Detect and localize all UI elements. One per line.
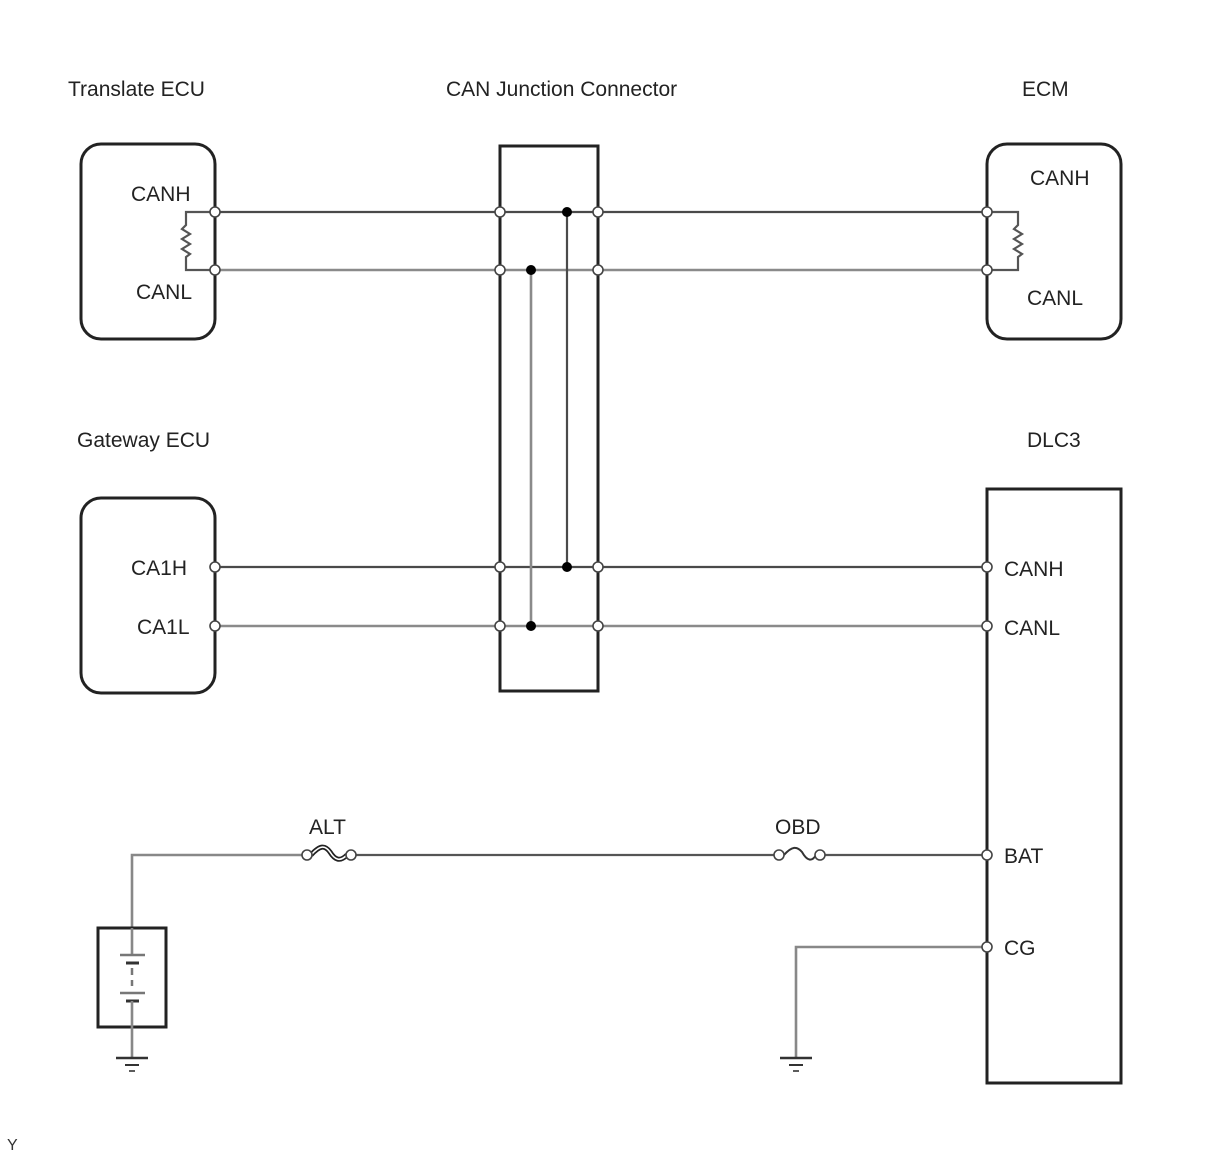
obd-fuse-icon <box>773 846 826 861</box>
ecm-block: CANH CANL <box>985 142 1123 341</box>
junction-dot <box>562 207 572 217</box>
dlc3-canl-label: CANL <box>1004 617 1060 640</box>
terminal <box>345 849 357 861</box>
terminal <box>981 941 993 953</box>
ecm-canh-label: CANH <box>1030 167 1090 190</box>
can-junction-connector-box <box>498 144 600 693</box>
terminal <box>592 620 604 632</box>
junction-dot <box>562 562 572 572</box>
gateway-ecu-ca1h-label: CA1H <box>131 557 187 580</box>
terminal <box>209 620 221 632</box>
diagram-code-label: Y <box>7 1137 18 1154</box>
ground-icon <box>780 1056 812 1072</box>
junction-dot <box>526 621 536 631</box>
terminal <box>981 561 993 573</box>
terminal <box>494 561 506 573</box>
terminal <box>592 264 604 276</box>
terminal <box>773 849 785 861</box>
ecm-title: ECM <box>1022 78 1069 101</box>
wire-battery-to-alt <box>130 853 306 928</box>
ecm-canl-label: CANL <box>1027 287 1083 310</box>
can-junction-connector-title: CAN Junction Connector <box>446 78 677 101</box>
gateway-ecu-ca1l-label: CA1L <box>137 616 190 639</box>
ecm-termination-resistor-icon <box>987 210 1025 272</box>
obd-fuse-label: OBD <box>775 816 821 839</box>
terminal <box>981 206 993 218</box>
ecm-box <box>985 142 1123 341</box>
dlc3-block: CANH CANL BAT CG <box>985 487 1123 1085</box>
battery-icon <box>96 926 168 1058</box>
gateway-ecu-box <box>79 496 217 695</box>
ground-icon <box>116 1056 148 1072</box>
translate-ecu-title: Translate ECU <box>68 78 205 101</box>
terminals <box>209 206 993 632</box>
translate-ecu-box <box>79 142 217 341</box>
dlc3-canh-label: CANH <box>1004 558 1064 581</box>
translate-ecu-block: CANH CANL <box>79 142 217 341</box>
terminal <box>592 206 604 218</box>
terminal <box>814 849 826 861</box>
terminal <box>209 264 221 276</box>
junction-dot <box>526 265 536 275</box>
translate-ecu-canl-label: CANL <box>136 281 192 304</box>
translate-ecu-canh-label: CANH <box>131 183 191 206</box>
dlc3-cg-label: CG <box>1004 937 1036 960</box>
translate-ecu-termination-resistor-icon <box>179 210 215 272</box>
terminal <box>981 620 993 632</box>
terminal <box>981 264 993 276</box>
gateway-ecu-title: Gateway ECU <box>77 429 210 452</box>
dlc3-box <box>985 487 1123 1085</box>
terminal <box>209 206 221 218</box>
terminal <box>494 264 506 276</box>
dlc3-title: DLC3 <box>1027 429 1081 452</box>
alt-fusible-link-icon <box>301 844 357 862</box>
terminal <box>592 561 604 573</box>
dlc3-bat-label: BAT <box>1004 845 1043 868</box>
alt-fuse-label: ALT <box>309 816 346 839</box>
terminal <box>981 849 993 861</box>
wire-cg-to-ground <box>794 945 987 1058</box>
terminal <box>209 561 221 573</box>
gateway-ecu-block: CA1H CA1L <box>79 496 217 695</box>
terminal <box>494 620 506 632</box>
terminal <box>301 849 313 861</box>
terminal <box>494 206 506 218</box>
